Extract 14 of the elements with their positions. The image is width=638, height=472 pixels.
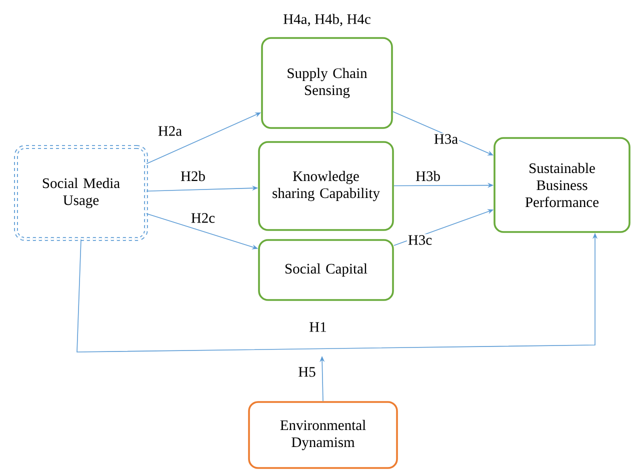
edge-label: H1 <box>308 321 328 333</box>
process-box: Supply Chain Sensing <box>261 37 393 129</box>
edge-label: H2b <box>180 170 206 182</box>
edge-label: H3b <box>414 170 442 182</box>
process-box: Knowledge sharing Capability <box>258 141 394 231</box>
edge-label: H2c <box>190 212 216 224</box>
edge-label: H3c <box>406 234 434 246</box>
process-box: Social Capital <box>258 239 394 301</box>
process-box: Sustainable Business Performance <box>494 137 630 233</box>
process-box: Environmental Dynamism <box>248 401 398 469</box>
edge-label: H5 <box>297 366 317 378</box>
edge-label: H3a <box>432 133 460 145</box>
process-box: Social Media Usage <box>14 145 148 241</box>
edge-label: H2a <box>156 125 184 137</box>
